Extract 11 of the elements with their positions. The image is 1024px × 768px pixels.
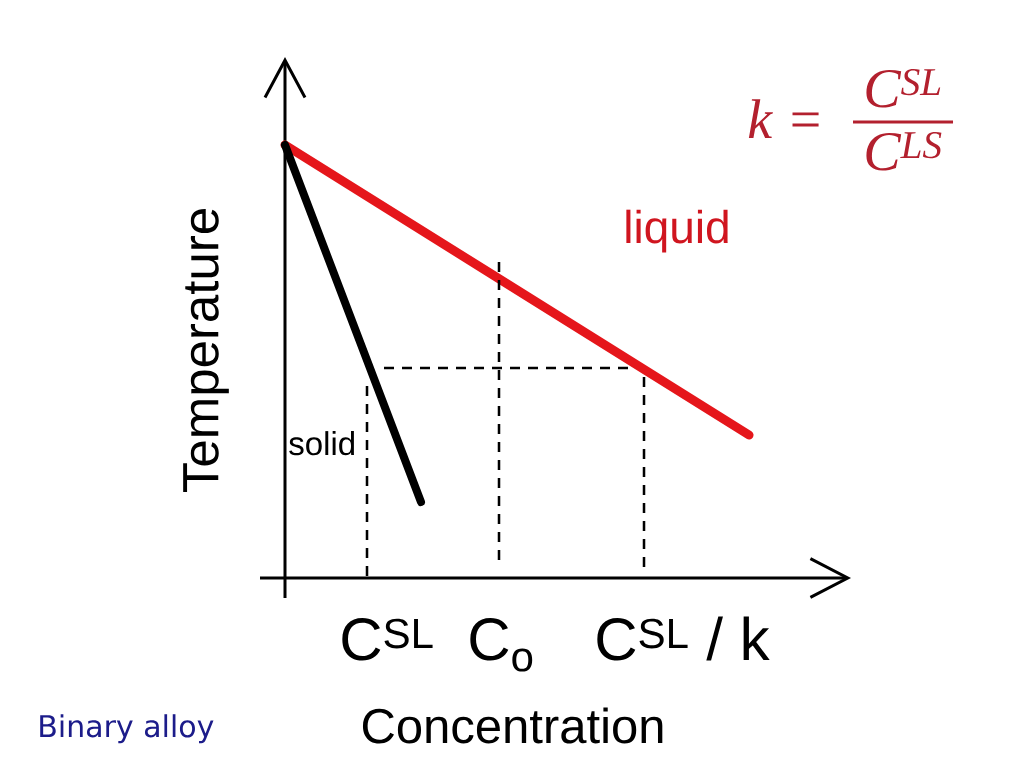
caption: Binary alloy [40,714,214,744]
region-label: liquid [626,209,728,253]
formula-text: C$^{LS}$ [866,132,942,171]
tick-label: C$^{SL}$ / k [597,616,770,661]
formula-text: k = [748,99,819,138]
tick-label: C$^{SL}$ [342,618,433,661]
axis-title: Concentration [362,707,663,744]
axis-title: Temperature [183,209,229,492]
tick-label: C$_{o}$ [470,618,533,672]
formula-text: C$^{SL}$ [866,69,941,108]
region-label: solid [289,431,354,456]
